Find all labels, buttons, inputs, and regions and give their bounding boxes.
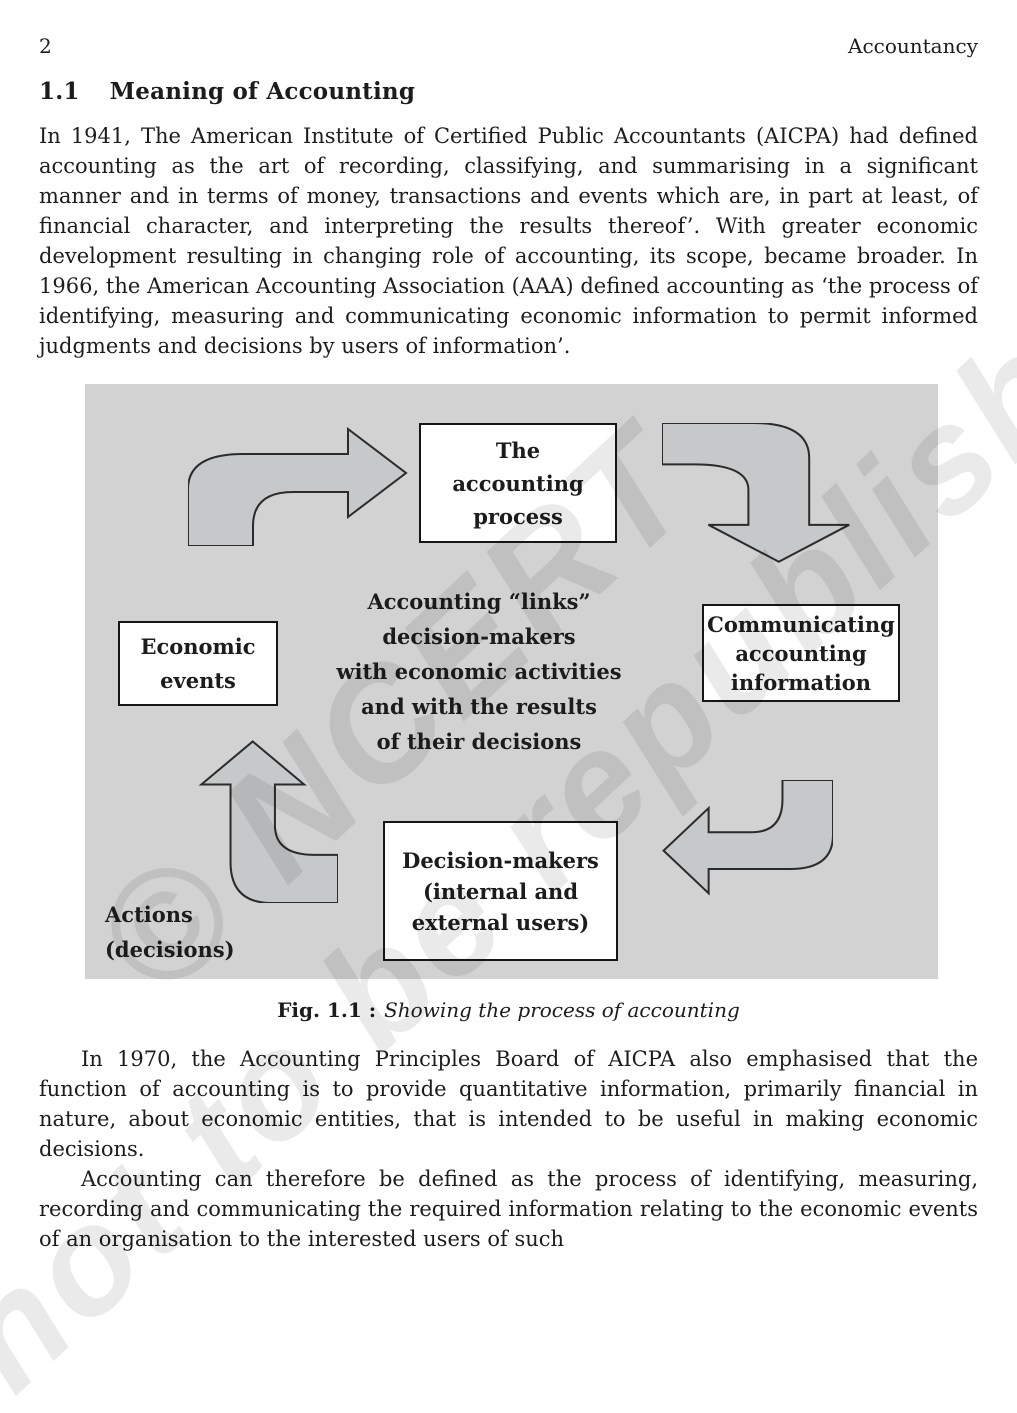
accounting-process-line: process: [473, 503, 563, 529]
figure-caption: Fig. 1.1 : Showing the process of account…: [39, 998, 978, 1022]
bent-arrow-left-icon: [662, 780, 833, 901]
figure-1-1: The accounting process Communicating acc…: [85, 384, 938, 979]
paragraph-3: Accounting can therefore be defined as t…: [39, 1167, 978, 1251]
section-heading: 1.1 Meaning of Accounting: [39, 78, 978, 105]
center-text-line: decision-makers: [382, 624, 576, 649]
actions-decisions-label: Actions (decisions): [105, 897, 235, 967]
communicating-line: information: [730, 669, 872, 695]
communicating-information-box: Communicating accounting information: [702, 604, 900, 702]
book-title: Accountancy: [848, 34, 978, 58]
paragraph-1: In 1941, The American Institute of Certi…: [39, 124, 978, 358]
center-text-line: and with the results: [361, 694, 597, 719]
communicating-line: accounting: [735, 640, 867, 666]
bent-arrow-right-icon: [188, 421, 408, 546]
center-text-line: of their decisions: [376, 729, 582, 754]
decision-makers-line: external users): [411, 909, 590, 935]
actions-line: (decisions): [105, 937, 235, 962]
decision-makers-line: (internal and: [422, 878, 579, 904]
figure-center-text: Accounting “links” decision-makers with …: [263, 584, 695, 759]
communicating-line: Communicating: [707, 611, 895, 637]
figure-caption-text: Showing the process of accounting: [384, 998, 740, 1022]
decision-makers-box: Decision-makers (internal and external u…: [383, 821, 618, 961]
section-title: Meaning of Accounting: [109, 78, 416, 105]
accounting-process-box: The accounting process: [419, 423, 617, 543]
actions-line: Actions: [105, 902, 193, 927]
economic-events-box: Economic events: [118, 621, 278, 706]
center-text-line: Accounting “links”: [367, 589, 591, 614]
economic-events-line: Economic: [140, 633, 256, 659]
decision-makers-line: Decision-makers: [402, 847, 599, 873]
center-text-line: with economic activities: [336, 659, 622, 684]
economic-events-line: events: [160, 667, 236, 693]
bent-arrow-down-icon: [662, 423, 862, 563]
page-number: 2: [39, 34, 52, 58]
accounting-process-line: The: [495, 437, 541, 463]
accounting-process-line: accounting: [452, 470, 584, 496]
figure-caption-label: Fig. 1.1 :: [277, 998, 377, 1022]
section-number: 1.1: [39, 78, 80, 105]
paragraph-2: In 1970, the Accounting Principles Board…: [39, 1047, 978, 1161]
bent-arrow-up-icon: [192, 740, 338, 903]
running-header: 2 Accountancy: [39, 34, 978, 58]
